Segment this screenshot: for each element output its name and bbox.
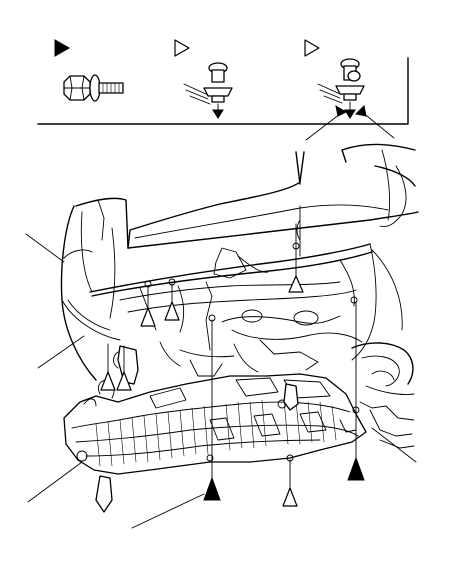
leader-line [305, 113, 341, 141]
clip-body [95, 475, 113, 513]
filled-triangle-marker [203, 476, 221, 501]
open-triangle-marker [100, 371, 116, 391]
locator-markers [100, 223, 365, 507]
open-triangle-marker [140, 307, 156, 327]
legend-filled-triangle-icon [54, 39, 71, 57]
vehicle-body [60, 143, 419, 449]
leader-lines [25, 233, 417, 529]
legend-panel [37, 39, 409, 141]
open-triangle-marker [116, 371, 132, 391]
push-clip-icon [183, 62, 233, 119]
clip-hole [206, 454, 214, 462]
down-arrow-icon [344, 109, 356, 119]
push-clip-release-icon [317, 58, 367, 119]
fastener-details [95, 242, 360, 513]
clip-body [283, 383, 299, 411]
open-triangle-marker [164, 301, 180, 321]
leader-line [371, 427, 417, 463]
leader-line [361, 111, 395, 139]
open-triangle-marker [282, 487, 298, 507]
legend-open-triangle-icon [304, 39, 320, 57]
leader-line [131, 493, 205, 529]
leader-line [27, 461, 83, 503]
legend-frame [37, 57, 409, 125]
down-arrow-icon [212, 109, 224, 119]
clip-hole [350, 296, 358, 304]
flange-bolt-icon [63, 74, 124, 102]
filled-triangle-marker [347, 456, 365, 481]
leader-line [37, 335, 85, 369]
open-triangle-marker [288, 275, 304, 293]
leader-line [25, 233, 65, 263]
legend-open-triangle-icon [174, 39, 190, 57]
squeeze-arrow-icon [335, 104, 348, 117]
clip-hole [76, 450, 88, 462]
